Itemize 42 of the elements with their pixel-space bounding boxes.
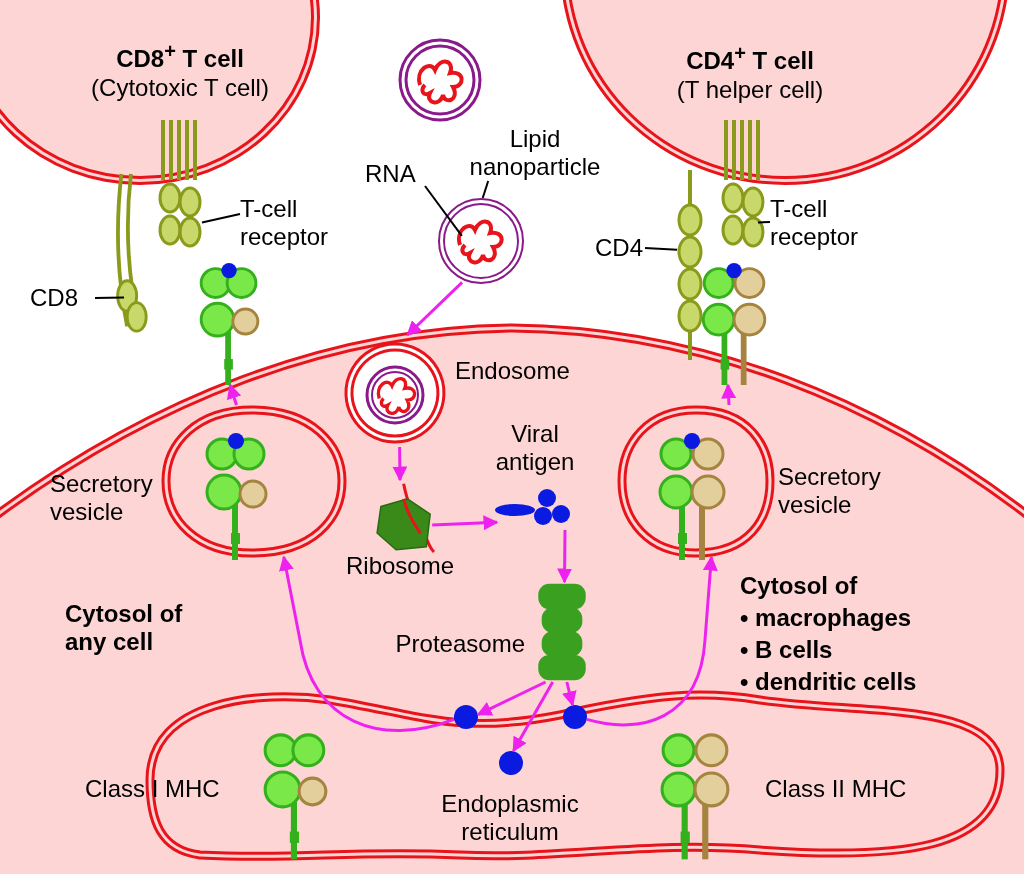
arrow xyxy=(406,281,464,337)
structure-label: Secretory vesicle xyxy=(50,470,154,526)
arrow xyxy=(432,515,499,531)
structure-label: Proteasome xyxy=(394,630,525,658)
list-item: • macrophages xyxy=(740,604,913,632)
list-item: • dendritic cells xyxy=(740,668,918,696)
list-item: • B cells xyxy=(740,636,834,664)
structure-label: Viral antigen xyxy=(494,420,576,476)
leader-line xyxy=(94,296,125,299)
arrow xyxy=(512,681,554,753)
structure-label: RNA xyxy=(365,160,417,188)
cell-title: CD4$^{+}$ T cell xyxy=(685,42,815,75)
structure-label: Class II MHC xyxy=(765,775,908,803)
structure-label: Endoplasmic reticulum xyxy=(440,790,580,846)
cell-subtitle: (Cytotoxic T cell) xyxy=(90,74,270,102)
leader-line xyxy=(201,213,241,224)
arrow xyxy=(476,680,547,716)
structure-label: T-cell receptor xyxy=(240,195,330,251)
region-label: Cytosol of any cell xyxy=(65,600,184,656)
region-label: Cytosol of xyxy=(740,572,859,600)
arrow xyxy=(586,555,718,727)
arrow xyxy=(562,681,577,707)
leader-line xyxy=(644,247,679,251)
leader-line xyxy=(757,220,771,224)
structure-label: Class I MHC xyxy=(85,775,221,803)
arrow xyxy=(721,383,737,406)
cell-title: CD8$^{+}$ T cell xyxy=(115,40,245,73)
structure-label: T-cell receptor xyxy=(770,195,860,251)
structure-label: CD8 xyxy=(30,284,79,312)
cd4-coreceptor-drawing xyxy=(675,170,705,360)
structure-label: CD4 xyxy=(595,234,644,262)
arrow xyxy=(557,530,573,584)
arrow xyxy=(227,383,242,406)
leader-line xyxy=(424,185,463,237)
arrow xyxy=(392,447,408,482)
structure-label: Endosome xyxy=(455,357,571,385)
leader-line xyxy=(481,180,490,199)
cell-subtitle: (T helper cell) xyxy=(675,76,825,104)
structure-label: Ribosome xyxy=(344,552,455,580)
structure-label: Secretory vesicle xyxy=(778,463,882,519)
structure-label: Lipid nanoparticle xyxy=(468,125,602,181)
arrow xyxy=(279,555,455,733)
